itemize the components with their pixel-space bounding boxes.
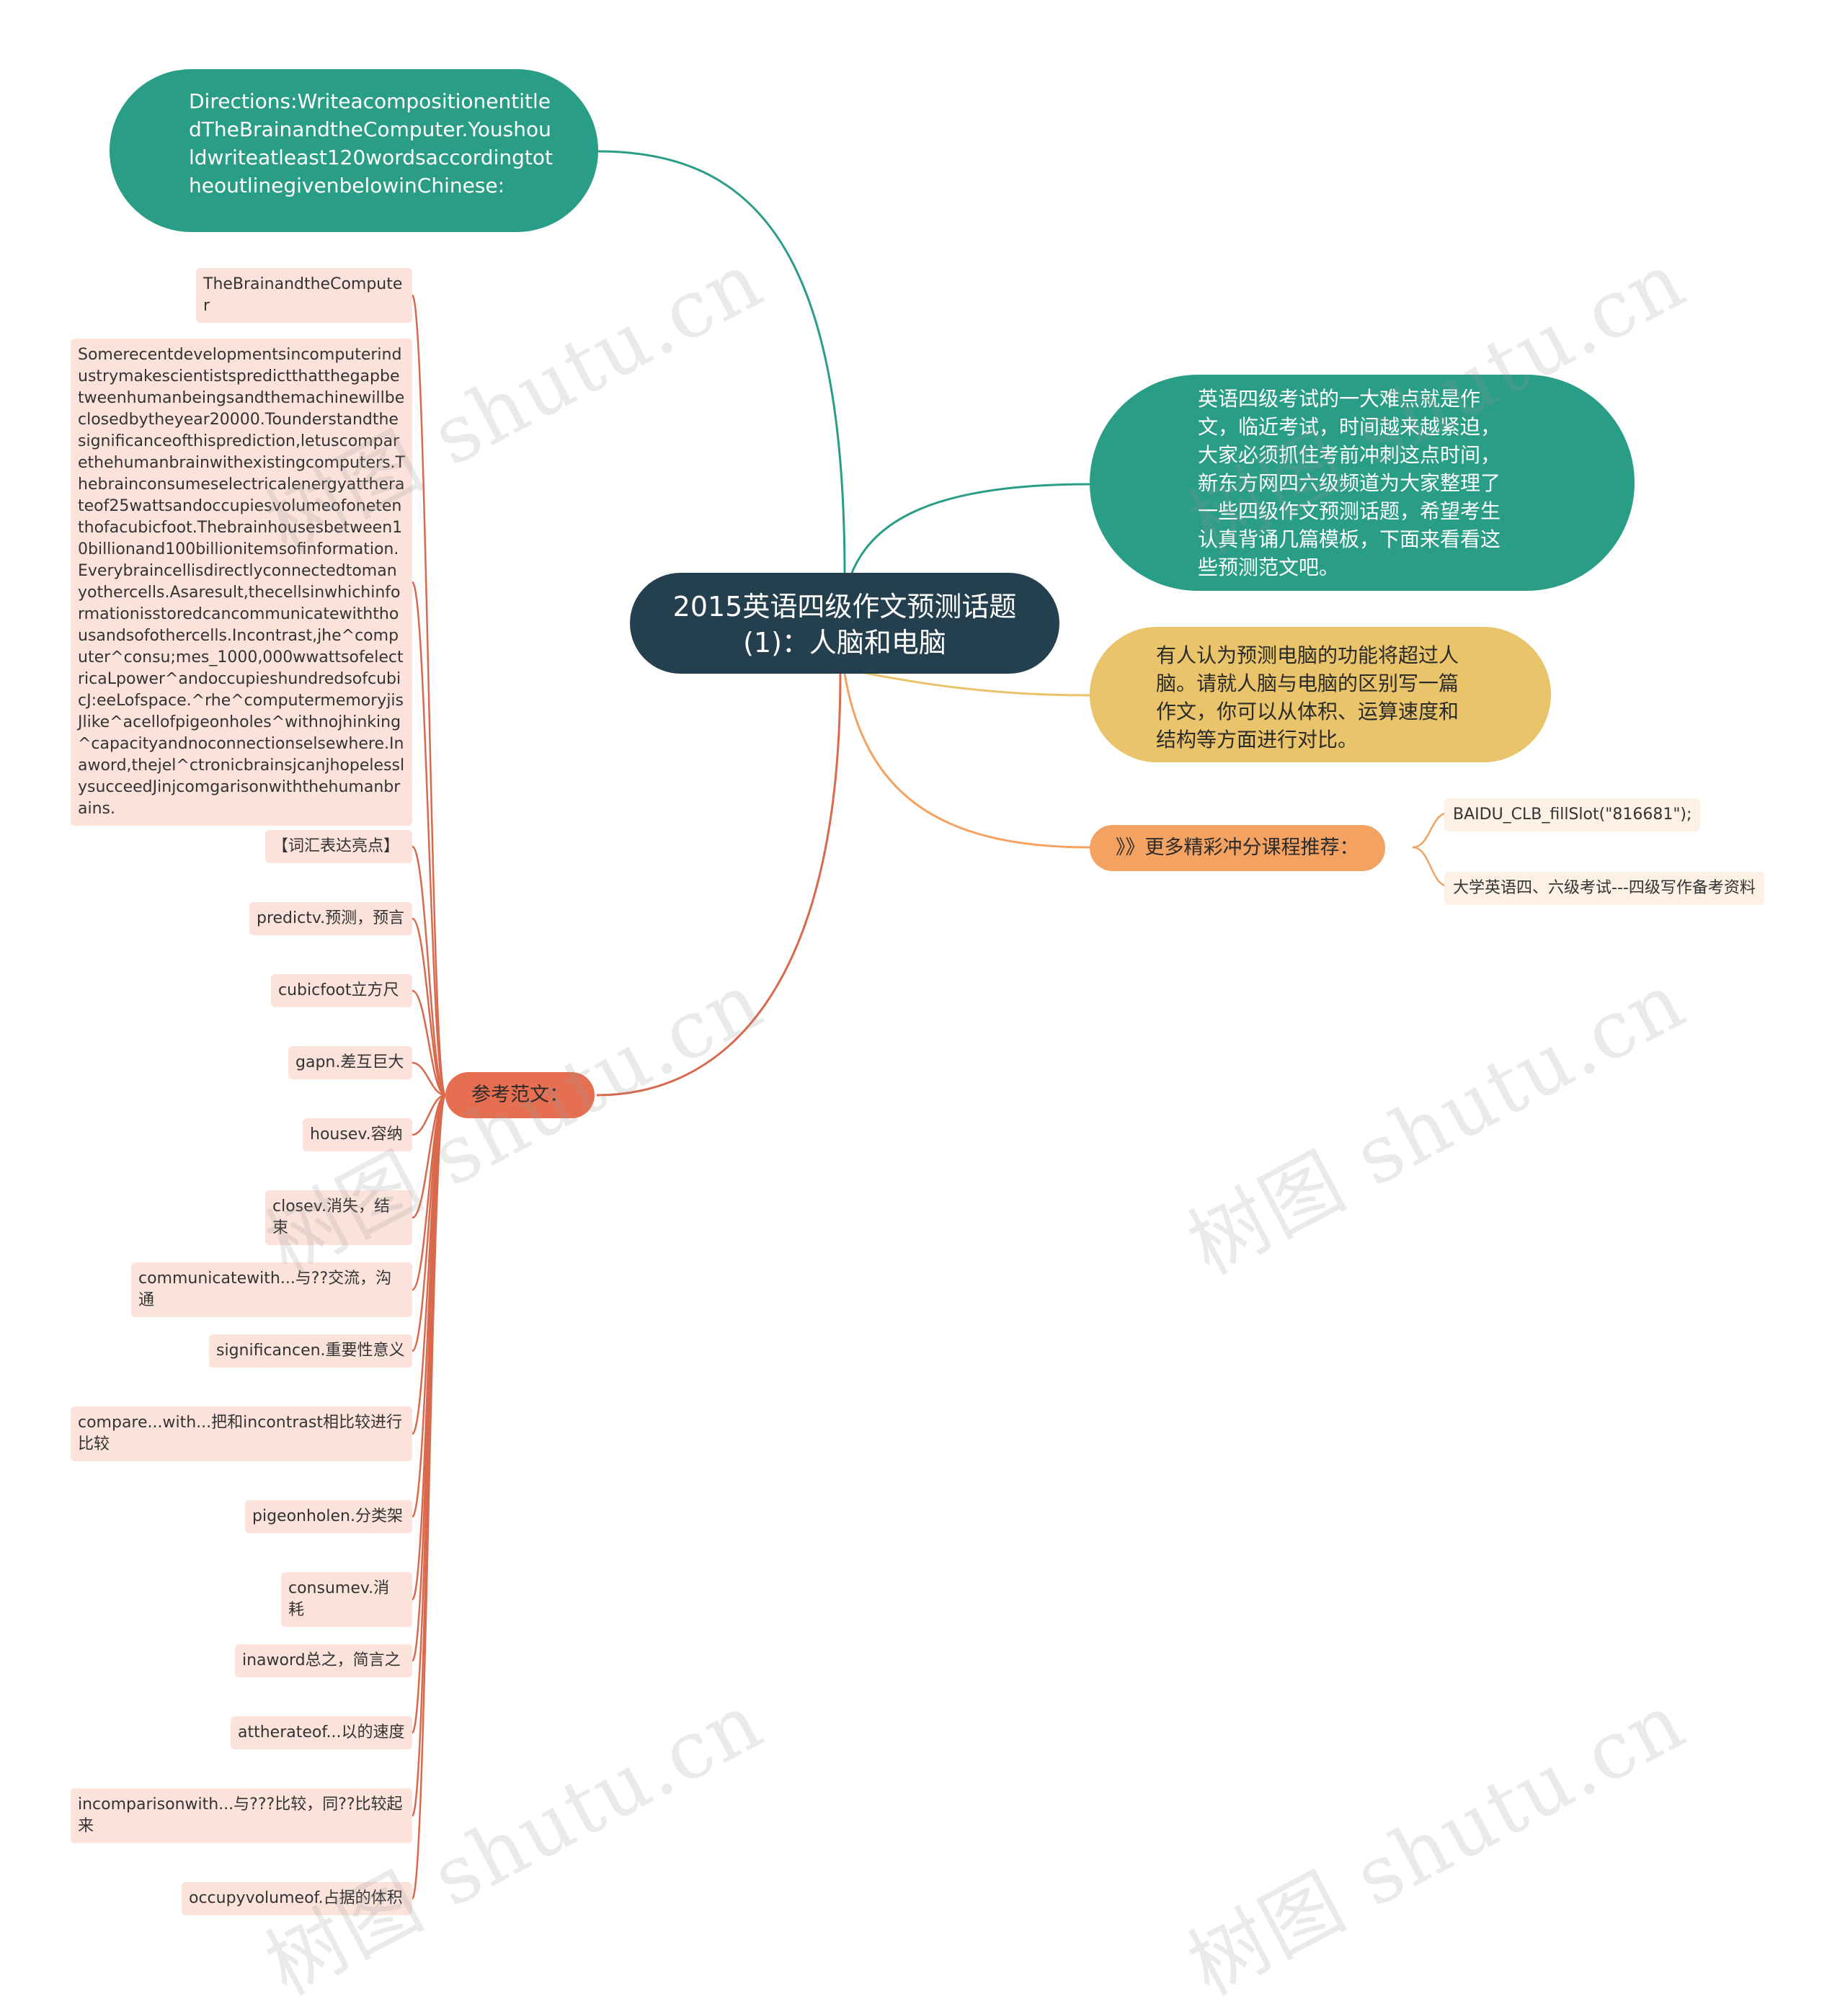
- leaf-text: incomparisonwith...与???比较，同??比较起来: [78, 1796, 403, 1835]
- link-intro: [849, 483, 1090, 577]
- link-more: [843, 673, 1090, 849]
- leaf-text: cubicfoot立方尺: [278, 981, 399, 999]
- intro-node[interactable]: 英语四级考试的一大难点就是作文，临近考试，时间越来越紧迫，大家必须抓住考前冲刺这…: [1090, 375, 1635, 591]
- leaf-text: significancen.重要性意义: [216, 1342, 405, 1360]
- link-sample-leaf: [411, 581, 447, 1097]
- leaf-text: inaword总之，简言之: [242, 1651, 401, 1669]
- link-sample-leaf: [412, 1094, 446, 1136]
- link-sample-leaf: [411, 845, 447, 1097]
- link-sample-leaf: [411, 1094, 447, 1900]
- vocab-in-a-word-leaf[interactable]: inaword总之，简言之: [235, 1644, 412, 1677]
- more-item-label: BAIDU_CLB_fillSlot("816681");: [1453, 806, 1692, 824]
- leaf-text: communicatewith...与??交流，沟通: [138, 1270, 392, 1309]
- vocab-in-comparison-leaf[interactable]: incomparisonwith...与???比较，同??比较起来: [71, 1788, 412, 1843]
- vocab-close-leaf[interactable]: closev.消失，结束: [265, 1190, 412, 1245]
- vocab-at-the-rate-leaf[interactable]: attherateof...以的速度: [231, 1716, 412, 1749]
- leaf-text: compare...with...把和incontrast相比较进行比较: [78, 1414, 402, 1453]
- more-courses-label: 》》更多精彩冲分课程推荐：: [1116, 837, 1359, 859]
- leaf-text: 【词汇表达亮点】: [272, 837, 400, 855]
- link-more-item-0: [1412, 811, 1449, 849]
- link-sample-leaf: [411, 294, 447, 1097]
- link-sample-leaf: [412, 1094, 446, 1219]
- root-topic[interactable]: 2015英语四级作文预测话题(1)：人脑和电脑: [630, 573, 1059, 674]
- prompt-text: 有人认为预测电脑的功能将超过人脑。请就人脑与电脑的区别写一篇作文，你可以从体积、…: [1156, 643, 1459, 751]
- leaf-text: pigeonholen.分类架: [252, 1507, 403, 1525]
- vocab-highlights-leaf[interactable]: 【词汇表达亮点】: [265, 830, 412, 863]
- vocab-gap-leaf[interactable]: gapn.差互巨大: [288, 1046, 412, 1079]
- leaf-text: Somerecentdevelopmentsincomputerindustry…: [78, 346, 405, 818]
- root-topic-label: 2015英语四级作文预测话题(1)：人脑和电脑: [672, 591, 1017, 659]
- more-item-writing-materials[interactable]: 大学英语四、六级考试---四级写作备考资料: [1444, 872, 1764, 905]
- leaf-text: consumev.消耗: [288, 1579, 390, 1619]
- prompt-node[interactable]: 有人认为预测电脑的功能将超过人脑。请就人脑与电脑的区别写一篇作文，你可以从体积、…: [1090, 627, 1551, 762]
- vocab-pigeonhole-leaf[interactable]: pigeonholen.分类架: [245, 1500, 412, 1533]
- leaf-text: occupyvolumeof.占据的体积: [189, 1889, 403, 1907]
- leaf-text: TheBrainandtheComputer: [203, 275, 403, 315]
- directions-node[interactable]: Directions:WriteacompositionentitledTheB…: [110, 69, 598, 232]
- link-sample-leaf: [412, 1061, 446, 1097]
- link-more-item-1: [1412, 846, 1449, 888]
- more-item-ad-slot[interactable]: BAIDU_CLB_fillSlot("816681");: [1444, 798, 1701, 831]
- link-sample-leaf: [412, 989, 446, 1097]
- essay-title-leaf[interactable]: TheBrainandtheComputer: [196, 268, 412, 323]
- essay-body-leaf[interactable]: Somerecentdevelopmentsincomputerindustry…: [71, 339, 412, 826]
- vocab-significance-leaf[interactable]: significancen.重要性意义: [209, 1334, 412, 1368]
- leaf-text: closev.消失，结束: [272, 1197, 390, 1237]
- sample-essay-node[interactable]: 参考范文：: [445, 1072, 595, 1118]
- vocab-occupy-volume-leaf[interactable]: occupyvolumeof.占据的体积: [182, 1882, 412, 1915]
- link-sample: [596, 673, 842, 1097]
- intro-text: 英语四级考试的一大难点就是作文，临近考试，时间越来越紧迫，大家必须抓住考前冲刺这…: [1198, 387, 1501, 579]
- vocab-communicate-leaf[interactable]: communicatewith...与??交流，沟通: [131, 1262, 412, 1317]
- vocab-house-leaf[interactable]: housev.容纳: [303, 1118, 412, 1151]
- directions-text: Directions:WriteacompositionentitledTheB…: [189, 89, 553, 197]
- more-courses-node[interactable]: 》》更多精彩冲分课程推荐：: [1090, 825, 1385, 871]
- more-item-label: 大学英语四、六级考试---四级写作备考资料: [1453, 879, 1756, 897]
- vocab-compare-leaf[interactable]: compare...with...把和incontrast相比较进行比较: [71, 1406, 412, 1461]
- link-prompt: [857, 670, 1090, 697]
- sample-essay-label: 参考范文：: [471, 1084, 569, 1106]
- vocab-predict-leaf[interactable]: predictv.预测，预言: [249, 902, 412, 935]
- vocab-cubic-foot-leaf[interactable]: cubicfoot立方尺: [271, 974, 412, 1007]
- leaf-text: predictv.预测，预言: [257, 909, 405, 927]
- leaf-text: attherateof...以的速度: [238, 1723, 405, 1741]
- vocab-consume-leaf[interactable]: consumev.消耗: [281, 1572, 412, 1627]
- leaf-text: housev.容纳: [310, 1125, 403, 1143]
- leaf-text: gapn.差互巨大: [295, 1053, 404, 1071]
- link-directions: [597, 150, 846, 577]
- link-sample-leaf: [412, 917, 446, 1097]
